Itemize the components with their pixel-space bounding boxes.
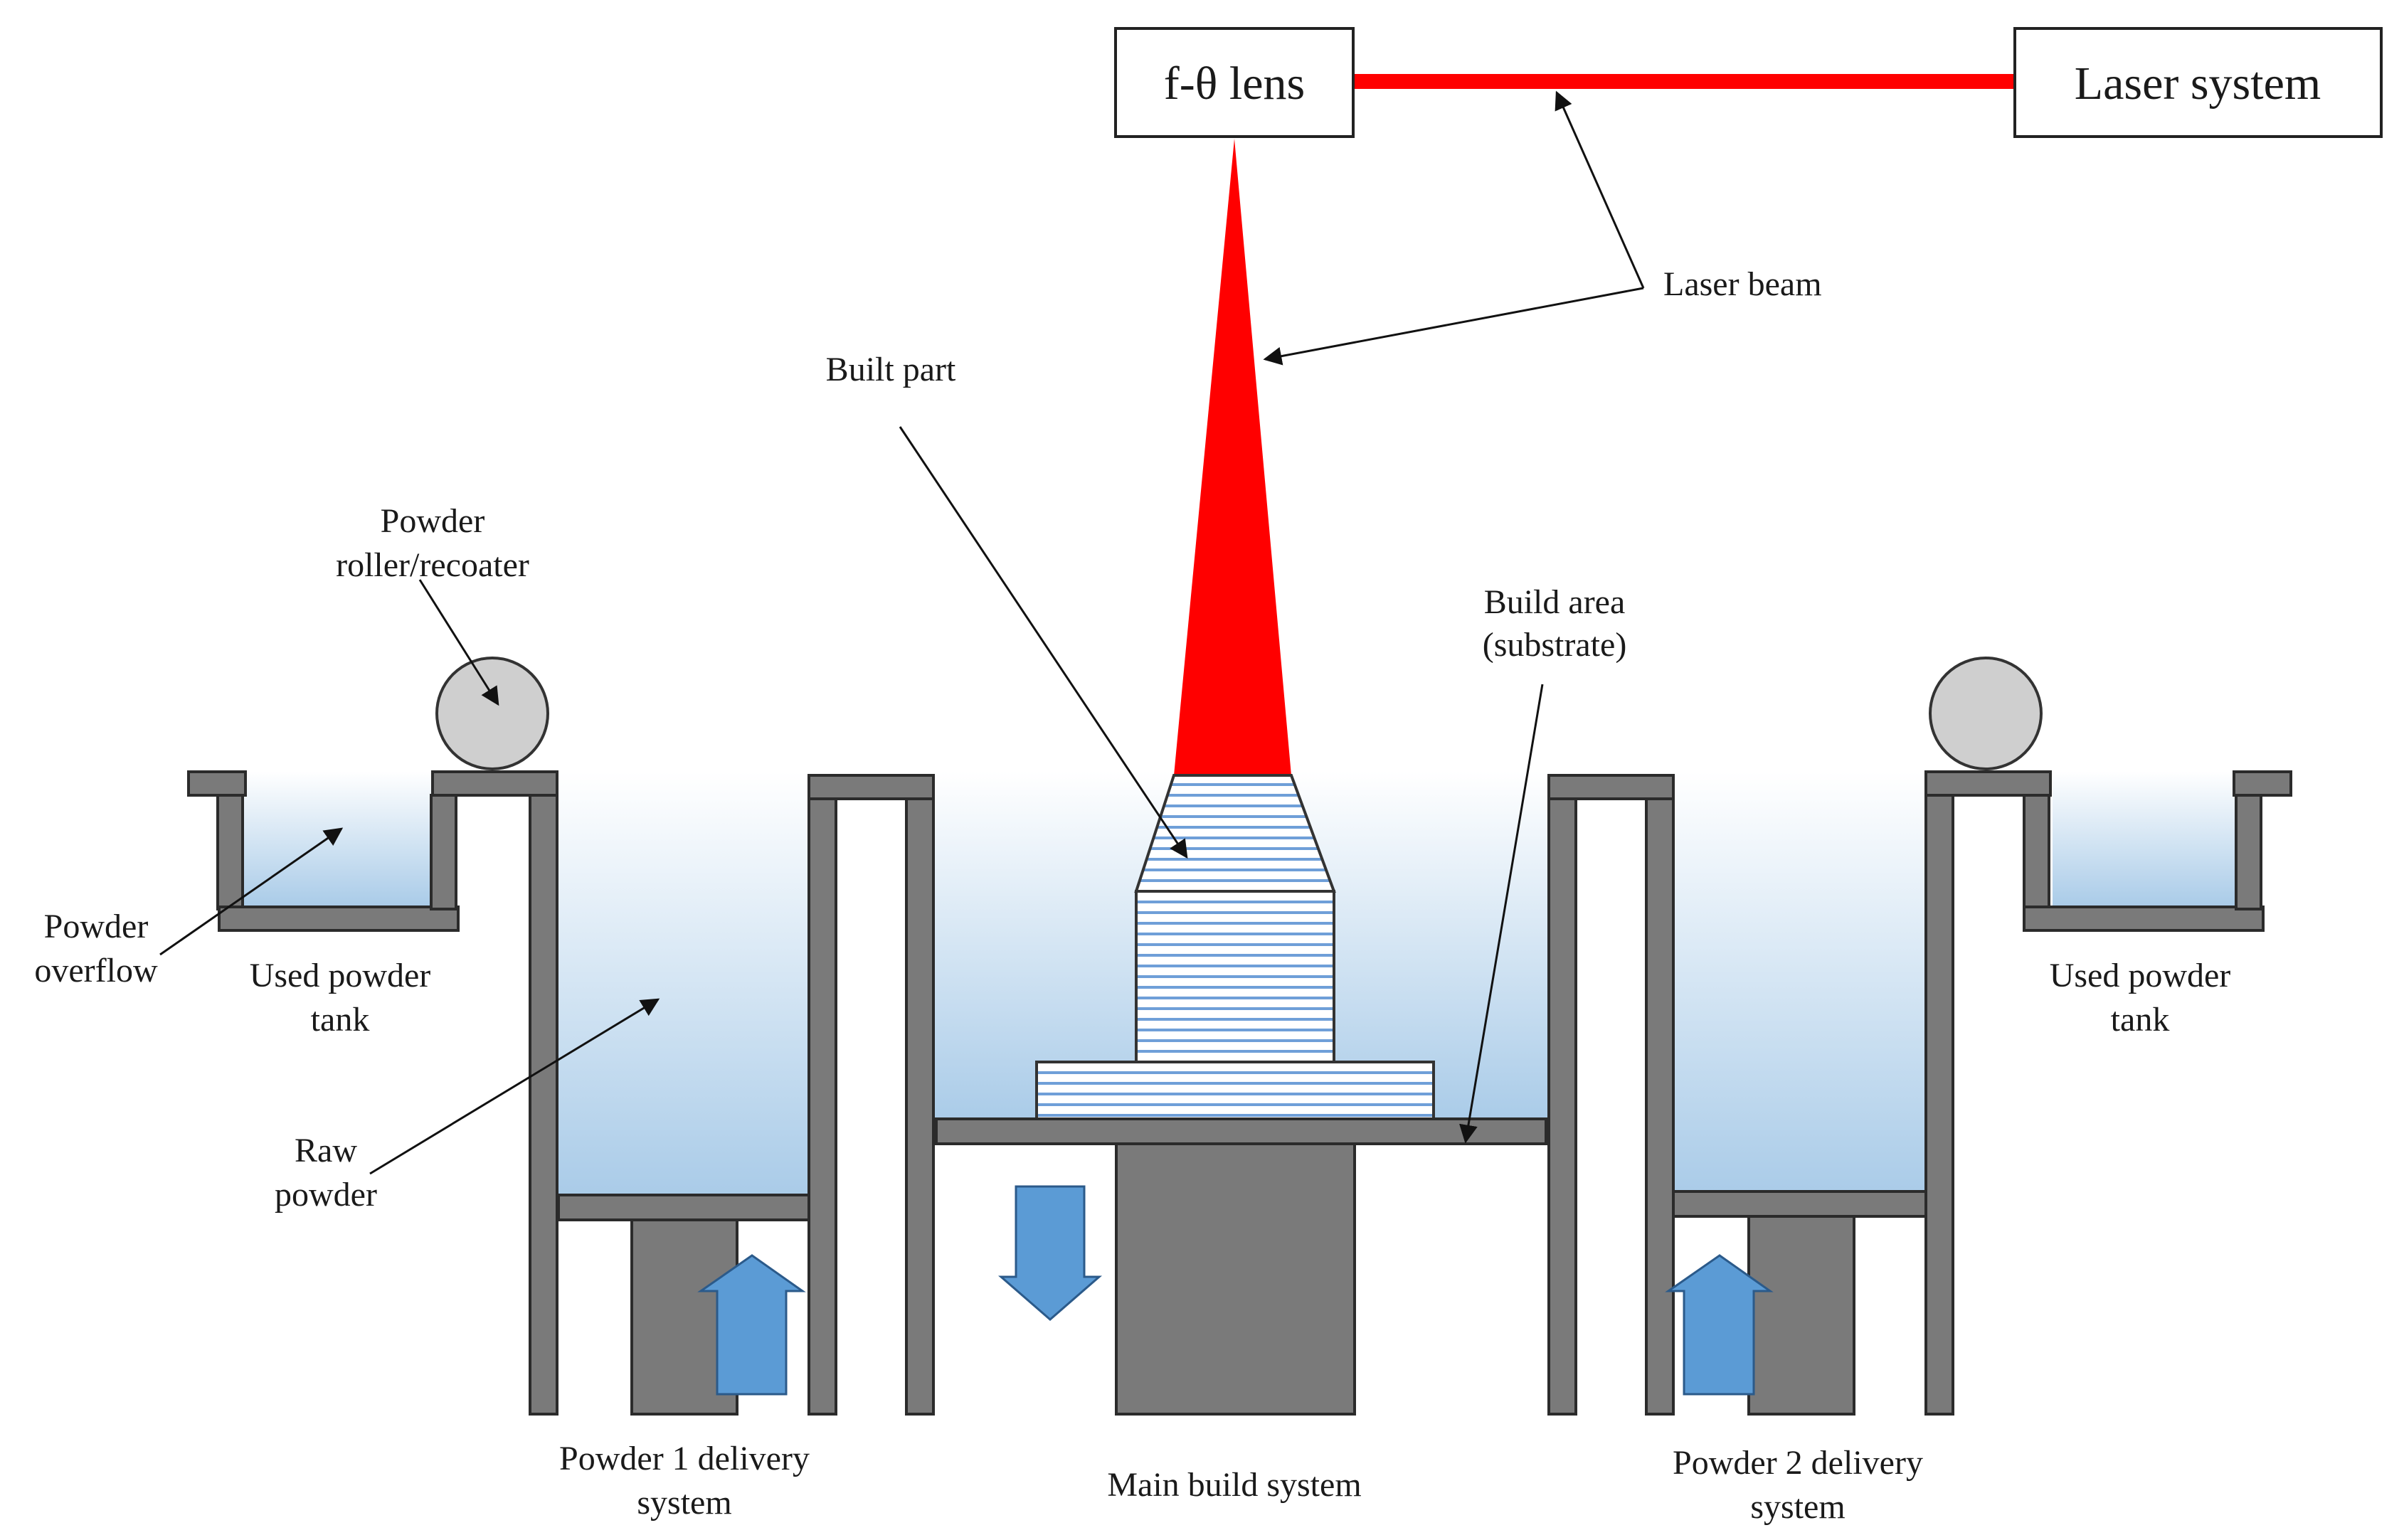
powder-2-up-arrow-icon [1665, 1254, 1774, 1396]
roller-right-icon [1929, 657, 2043, 770]
powder-regions [242, 772, 2245, 1199]
build-area-label-line-1: Build area [1484, 583, 1626, 621]
main-down-arrow-icon [997, 1185, 1103, 1321]
powder-1-label-line-2: system [637, 1484, 731, 1522]
laser-beam-label: Laser beam [1663, 265, 1822, 303]
powder-2-label-line-2: system [1750, 1488, 1845, 1526]
used-tank-left-line-2: tank [311, 1001, 370, 1039]
main-build-label: Main build system [1107, 1466, 1361, 1504]
built-part-label: Built part [826, 351, 956, 388]
used-tank-right-line-1: Used powder [2050, 957, 2231, 994]
laser-beam-horizontal [1353, 74, 2015, 89]
leader-lines [159, 90, 1645, 1175]
overflow-label-line-2: overflow [34, 952, 158, 989]
roller-label-line-1: Powder [381, 502, 485, 540]
laser-system-label: Laser system [2075, 58, 2321, 110]
laser-cone [1174, 139, 1291, 775]
built-part-base [1035, 1061, 1435, 1120]
powder-2-label-line-1: Powder 2 delivery [1673, 1444, 1923, 1482]
lens-box: f-θ lens [1114, 27, 1355, 138]
powder-1-up-arrow-icon [697, 1254, 806, 1396]
roller-left-icon [435, 657, 549, 770]
overflow-label-line-1: Powder [44, 908, 149, 945]
raw-powder-right [1668, 772, 1924, 1199]
used-tank-left-line-1: Used powder [250, 957, 431, 994]
used-powder-left [242, 772, 434, 907]
built-part-body [1135, 890, 1335, 1063]
used-powder-right [2053, 772, 2245, 907]
laser-system-box: Laser system [2013, 27, 2383, 138]
used-tank-right-line-2: tank [2111, 1001, 2170, 1039]
machine-walls [187, 770, 2292, 1416]
raw-powder-line-1: Raw [295, 1132, 357, 1169]
lens-label: f-θ lens [1164, 58, 1305, 110]
powder-1-label-line-1: Powder 1 delivery [559, 1440, 810, 1477]
roller-label-line-2: roller/recoater [336, 546, 529, 584]
raw-powder-line-2: powder [275, 1176, 377, 1214]
labels: Laser beam Built part Powder roller/reco… [34, 265, 2230, 1526]
build-area-label-line-2: (substrate) [1483, 626, 1627, 664]
raw-powder-left [558, 772, 815, 1199]
built-part [1035, 774, 1435, 1120]
